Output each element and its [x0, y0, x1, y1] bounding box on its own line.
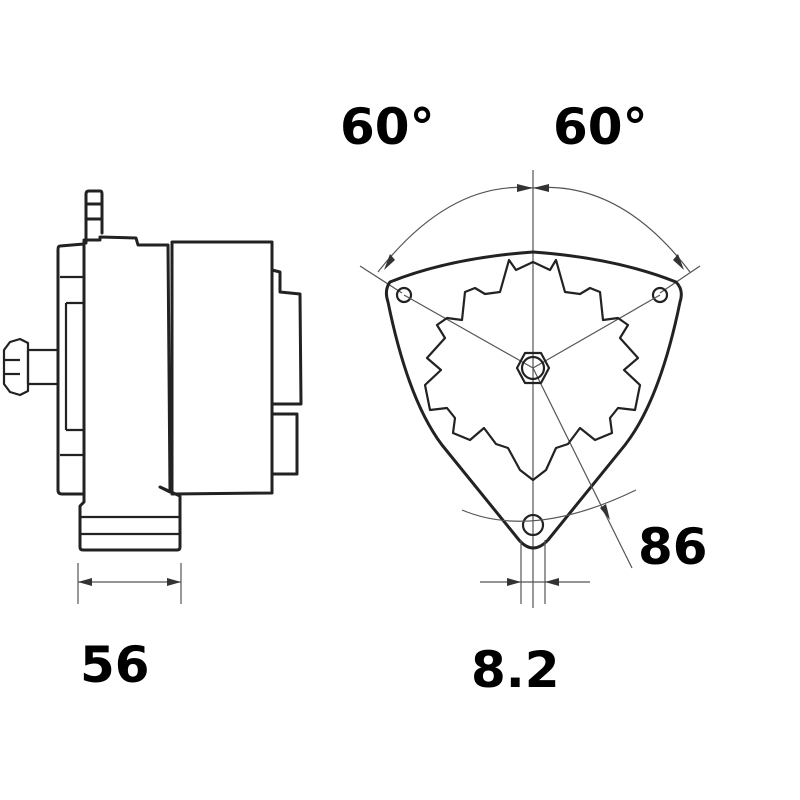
hole-offset-label: 8.2: [471, 641, 560, 699]
radius-label: 86: [638, 518, 708, 576]
alternator-front-view: [359, 170, 701, 608]
alternator-side-view: [2, 189, 303, 604]
angle-label-left: 60°: [340, 98, 435, 156]
length-label: 56: [80, 636, 150, 694]
angle-label-right: 60°: [553, 98, 648, 156]
